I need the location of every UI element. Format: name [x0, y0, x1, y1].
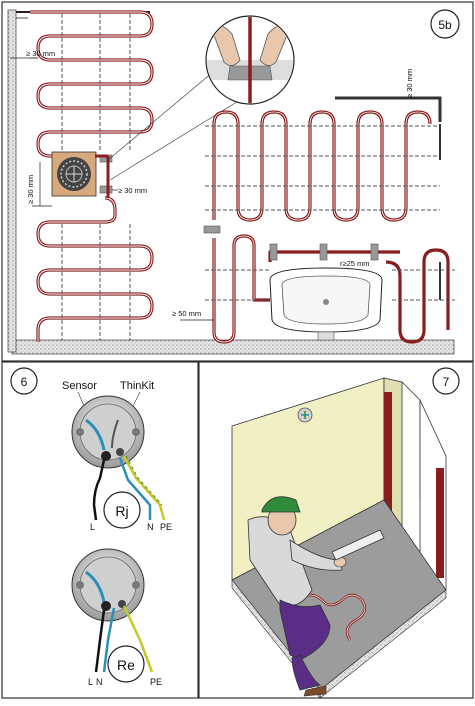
trowel-tool [331, 529, 385, 561]
rj-resistance-symbol [103, 491, 141, 529]
panel-5b: ≥ 30 mm ≥ 30 mm ≥ 30 mm 5b ≥ 30 mm [1, 1, 474, 362]
dim-right-wall: ≥ 30 mm [405, 69, 414, 98]
top-L: L [90, 522, 95, 532]
bot-N: N [96, 677, 103, 687]
step-badge-6 [10, 367, 38, 395]
wall-red-panel [384, 392, 392, 574]
dim-floor: ≥ 50 mm [172, 309, 201, 318]
junction-box-re [71, 548, 145, 622]
dim-wall-top: ≥ 30 mm [26, 49, 55, 58]
sensor-label: Sensor [62, 380, 97, 392]
dim-box-vertical: ≥ 30 mm [26, 175, 35, 204]
junction-box-rj [71, 395, 145, 469]
bot-L: L [88, 677, 93, 687]
top-N: N [147, 522, 154, 532]
re-resistance-symbol [107, 645, 145, 683]
step-badge-5b [430, 9, 460, 39]
fixing-tape-right [205, 125, 440, 211]
step-label-6: 6 [21, 375, 28, 389]
fixing-tape-left [61, 14, 131, 340]
re-label: Re [117, 657, 135, 673]
washbasin [269, 267, 383, 341]
worker-cap [261, 496, 301, 513]
worker-figure [247, 496, 385, 697]
dim-box-right: ≥ 30 mm [118, 186, 147, 195]
panel-6: 6 Sensor ThinKit Rj L N PE [1, 361, 199, 699]
left-wall [7, 9, 17, 353]
bot-PE: PE [150, 677, 162, 687]
panel-7: 7 [198, 361, 474, 699]
floor-section [11, 339, 455, 355]
step-label-5b: 5b [438, 18, 452, 32]
dim-radius: r≥25 mm [340, 259, 370, 268]
wall-corner-pipe [335, 96, 442, 122]
top-PE: PE [160, 522, 172, 532]
thinkit-label: ThinKit [120, 380, 154, 392]
rj-label: Rj [115, 503, 128, 519]
step-label-7: 7 [443, 375, 450, 389]
step-badge-7 [432, 367, 460, 395]
